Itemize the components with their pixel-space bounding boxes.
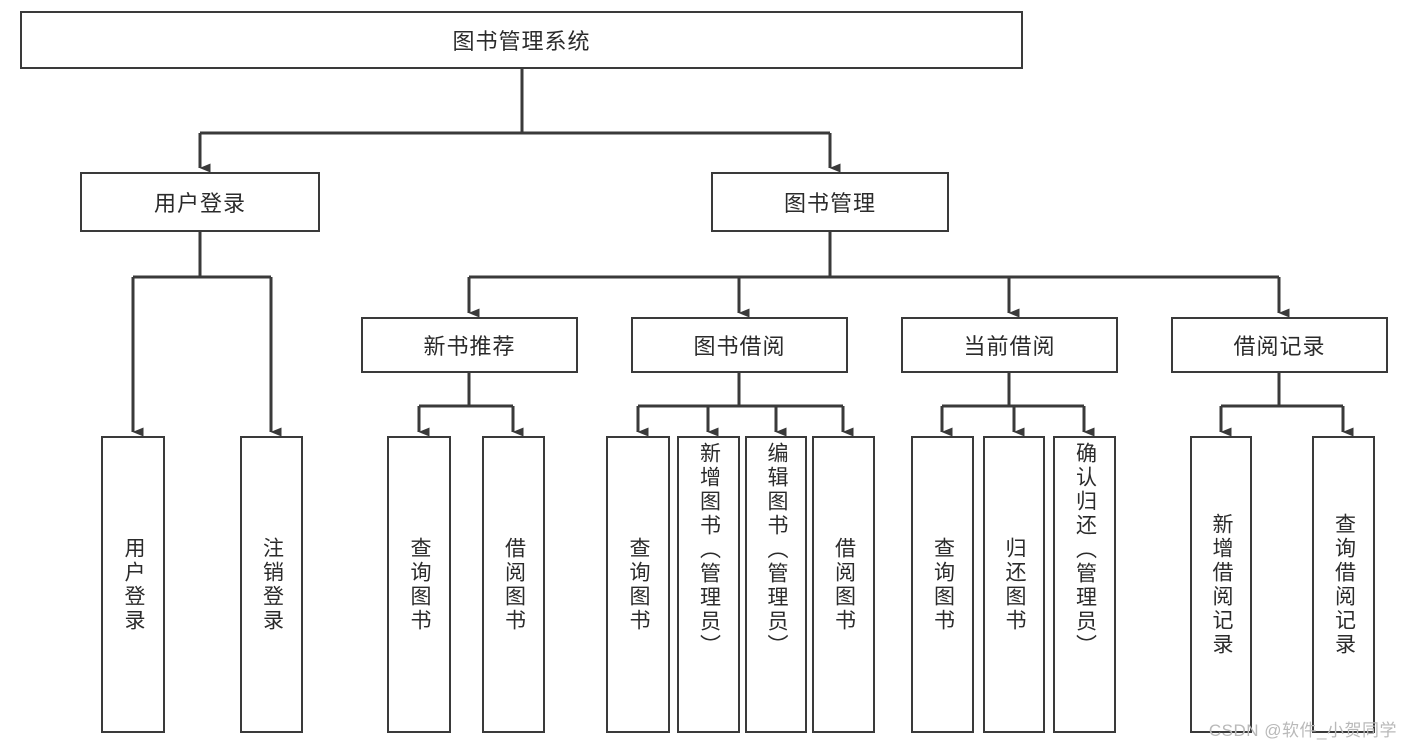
node-book-management-label: 图书管理 [783,191,876,216]
leaf-add-book-admin[interactable]: 新增图书（管理员） [677,436,740,733]
leaf-user-login-label: 用户登录 [122,536,146,633]
leaf-confirm-return-admin[interactable]: 确认归还（管理员） [1053,436,1116,733]
leaf-query-borrow-record-label: 查询借阅记录 [1332,512,1356,657]
leaf-query-books-recommend[interactable]: 查询图书 [387,436,451,733]
leaf-add-borrow-record-label: 新增借阅记录 [1210,512,1234,657]
leaf-query-books-current[interactable]: 查询图书 [911,436,974,733]
leaf-add-borrow-record[interactable]: 新增借阅记录 [1190,436,1252,733]
leaf-query-books-recommend-label: 查询图书 [408,536,432,633]
node-book-borrow[interactable]: 图书借阅 [631,317,848,373]
leaf-lend-books-label: 借阅图书 [832,536,856,633]
node-root[interactable]: 图书管理系统 [20,11,1023,69]
leaf-return-books-label: 归还图书 [1003,536,1027,633]
node-new-book-recommend-label: 新书推荐 [423,334,516,359]
watermark: CSDN @软件_小贺同学 [1208,721,1397,740]
node-user-login[interactable]: 用户登录 [80,172,320,232]
leaf-query-books-borrow[interactable]: 查询图书 [606,436,670,733]
leaf-user-logout[interactable]: 注销登录 [240,436,303,733]
leaf-add-book-admin-label: 新增图书（管理员） [697,442,721,658]
leaf-borrow-books-recommend-label: 借阅图书 [502,536,526,633]
node-current-borrow-label: 当前借阅 [963,334,1056,359]
leaf-query-borrow-record[interactable]: 查询借阅记录 [1312,436,1375,733]
node-book-management[interactable]: 图书管理 [711,172,949,232]
leaf-confirm-return-admin-label: 确认归还（管理员） [1073,442,1097,658]
leaf-edit-book-admin-label: 编辑图书（管理员） [765,442,789,658]
leaf-return-books[interactable]: 归还图书 [983,436,1045,733]
leaf-user-login[interactable]: 用户登录 [101,436,165,733]
node-user-login-label: 用户登录 [153,191,246,216]
node-book-borrow-label: 图书借阅 [693,334,786,359]
leaf-lend-books[interactable]: 借阅图书 [812,436,875,733]
leaf-query-books-current-label: 查询图书 [931,536,955,633]
node-borrow-records-label: 借阅记录 [1233,334,1326,359]
node-root-label: 图书管理系统 [452,29,591,54]
leaf-edit-book-admin[interactable]: 编辑图书（管理员） [745,436,807,733]
leaf-user-logout-label: 注销登录 [260,536,284,633]
node-borrow-records[interactable]: 借阅记录 [1171,317,1388,373]
node-new-book-recommend[interactable]: 新书推荐 [361,317,578,373]
leaf-query-books-borrow-label: 查询图书 [627,536,651,633]
leaf-borrow-books-recommend[interactable]: 借阅图书 [482,436,545,733]
node-current-borrow[interactable]: 当前借阅 [901,317,1118,373]
